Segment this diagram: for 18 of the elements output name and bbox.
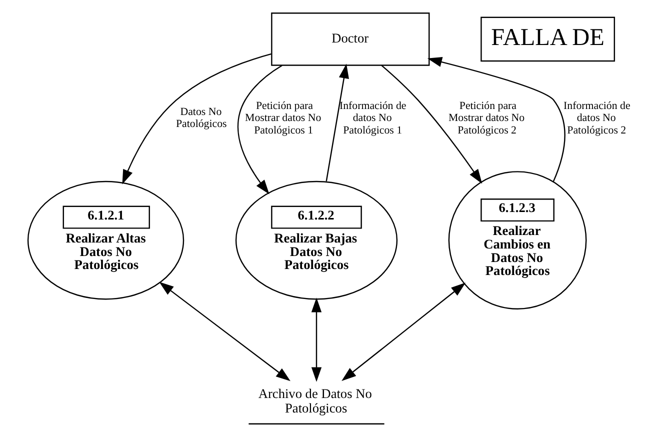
- arrow: [311, 298, 322, 382]
- node-ellipse: 6.1.2.1 Realizar Altas Datos No Patológicos: [27, 180, 184, 300]
- arrow: [427, 56, 566, 182]
- edge-label: Información de datos No Patológicos 2: [564, 100, 630, 136]
- edge-label: Petición para Mostrar datos No Patológicos 2: [448, 100, 525, 136]
- edge-label: Datos No Patológicos: [176, 106, 227, 130]
- node-circle: 6.1.2.3 Realizar Cambios en Datos No Patológicos: [448, 171, 587, 310]
- node-text: Archivo de Datos No Patológicos: [258, 386, 372, 416]
- label: FALLA DE: [491, 24, 604, 52]
- edge-label: Petición para Mostrar datos No Patológicos 1: [245, 100, 322, 136]
- arrow: [381, 64, 482, 184]
- edge-label: Información de datos No Patológicos 1: [340, 100, 406, 136]
- arrow: [122, 53, 272, 184]
- arrow: [326, 64, 349, 182]
- arrow: [237, 64, 282, 194]
- arrow: [159, 282, 290, 382]
- node-box: Doctor: [271, 12, 430, 66]
- arrow: [342, 282, 466, 381]
